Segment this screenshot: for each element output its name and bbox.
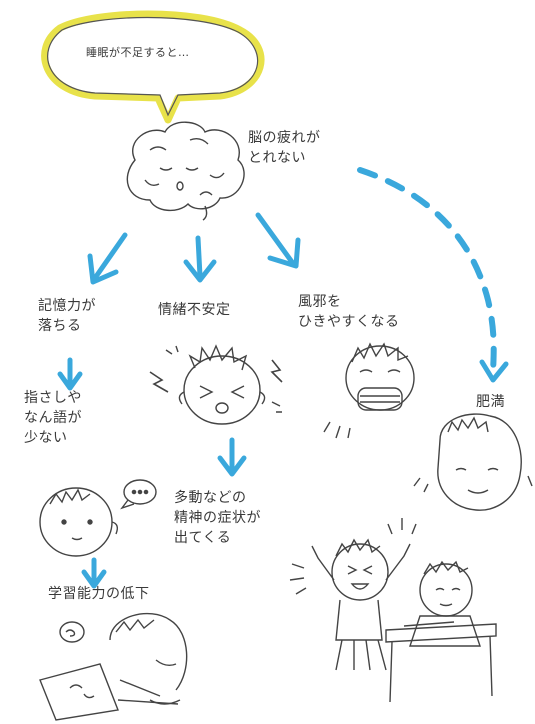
upset-child-illustration xyxy=(149,344,283,425)
arrow-to-memory xyxy=(87,232,128,285)
memory-decline-label: 記憶力が 落ちる xyxy=(38,298,96,334)
catch-cold-label: 風邪を ひきやすくなる xyxy=(298,294,400,330)
two-kids-illustration xyxy=(289,518,497,703)
arrow-to-emotion xyxy=(183,235,217,283)
obesity-label: 肥満 xyxy=(476,394,505,410)
speech-bubble-text: 睡眠が不足すると… xyxy=(86,46,190,59)
brain-fatigue-label: 脳の疲れが とれない xyxy=(248,130,321,166)
arrow-to-learning xyxy=(81,557,107,589)
speech-bubble xyxy=(41,10,265,124)
pointing-babbling-label: 指さしや なん語が 少ない xyxy=(24,390,82,446)
chubby-child-illustration xyxy=(413,413,533,511)
studying-child-illustration xyxy=(39,612,188,721)
arrow-to-pointing xyxy=(57,357,83,391)
masked-child-illustration xyxy=(323,342,415,439)
arrow-to-cold xyxy=(255,212,301,269)
arrow-to-hyperactivity xyxy=(217,437,247,477)
dashed-arrow-to-obesity xyxy=(357,167,509,383)
baby-illustration xyxy=(39,479,157,557)
emotional-instability-label: 情緒不安定 xyxy=(158,302,231,318)
brain-illustration xyxy=(126,121,245,221)
learning-decline-label: 学習能力の低下 xyxy=(48,586,150,602)
hyperactivity-label: 多動などの 精神の症状が 出てくる xyxy=(174,490,261,546)
